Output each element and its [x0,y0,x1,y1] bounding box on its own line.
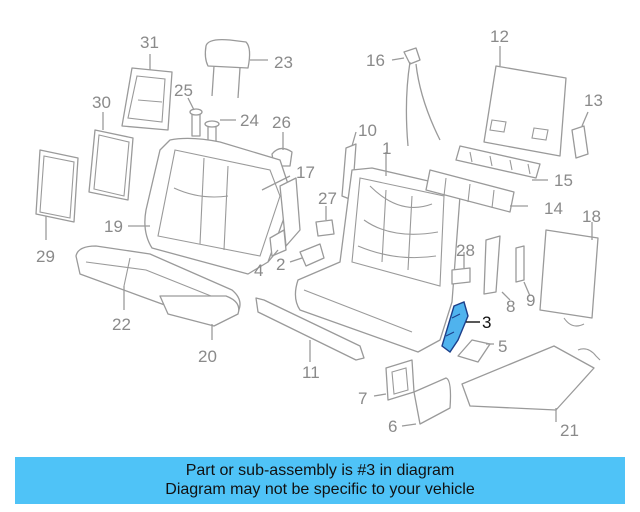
part-8-trim [483,235,511,301]
callout-25: 25 [174,81,193,100]
callout-23: 23 [274,53,293,72]
callout-16: 16 [366,51,385,70]
part-4-bracket [267,229,287,263]
part-11-long-rail [255,297,365,362]
callout-19: 19 [104,217,123,236]
callout-13: 13 [584,91,603,110]
part-9-trim [515,245,531,297]
callout-20: 20 [198,347,217,366]
part-25-guide [187,97,203,137]
callout-4: 4 [254,261,263,280]
part-2-bracket [289,243,325,267]
callout-28: 28 [456,241,475,260]
callout-18: 18 [582,207,601,226]
part-14-rail [425,169,528,213]
part-1-seat-frame [294,152,461,353]
part-20-cushion-extension [159,295,240,340]
part-19-seat-back [128,137,293,275]
part-31-armrest-panel [121,54,173,131]
callout-27: 27 [318,189,337,208]
callout-5: 5 [498,337,507,356]
part-18-side-panel [539,222,599,327]
part-30-back-frame [88,112,134,201]
banner-line-1: Part or sub-assembly is #3 in diagram [185,462,455,479]
part-13-latch-cover [571,111,589,159]
part-16-cable [391,47,441,147]
part-12-back-panel [483,46,567,157]
callout-29: 29 [36,247,55,266]
callout-8: 8 [506,297,515,316]
callout-31: 31 [140,33,159,52]
callout-7: 7 [358,389,367,408]
part-5-cover [457,339,494,363]
callout-17: 17 [296,163,315,182]
callout-3[interactable]: 3 [482,313,491,332]
part-6-cover-plate [401,377,452,427]
callout-6: 6 [388,417,397,436]
callout-2: 2 [276,255,285,274]
callout-22: 22 [112,315,131,334]
part-27-clip [315,206,335,237]
info-banner: Part or sub-assembly is #3 in diagram Di… [15,457,625,504]
callout-26: 26 [272,113,291,132]
part-7-bracket [373,359,415,401]
part-28-clip [451,252,471,285]
callout-24: 24 [240,111,259,130]
part-23-headrest [204,38,268,99]
part-15-rail [455,145,548,181]
part-17-latch-bracket [261,175,301,247]
part-3-highlighted[interactable] [441,301,480,354]
callout-12: 12 [490,27,509,46]
banner-line-2: Diagram may not be specific to your vehi… [165,481,475,498]
callout-11: 11 [302,363,320,382]
callout-30: 30 [92,93,111,112]
callout-14: 14 [544,199,563,218]
callout-15: 15 [554,171,573,190]
callout-1: 1 [382,139,391,158]
part-29-back-panel [35,149,79,240]
parts-diagram: 1 2 3 4 5 6 7 8 9 10 11 12 13 14 15 16 1… [35,27,603,440]
callout-9: 9 [526,291,535,310]
callout-10: 10 [358,121,377,140]
part-21-floor-mat [461,345,601,422]
callout-21: 21 [560,421,579,440]
